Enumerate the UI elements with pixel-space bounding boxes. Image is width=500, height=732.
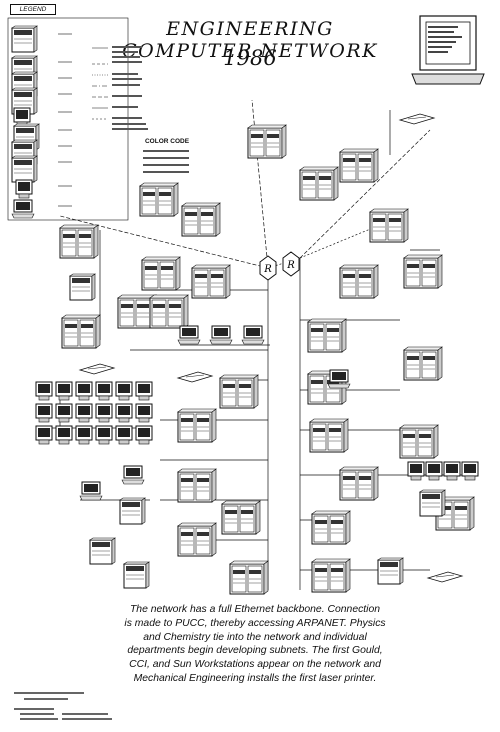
workstation-cluster	[35, 381, 153, 445]
color-code-heading: COLOR CODE	[144, 138, 190, 145]
caption-line: departments begin developing subnets. Th…	[127, 645, 383, 657]
terminal-computer-icon	[411, 15, 485, 85]
router-node-right: R	[282, 251, 300, 277]
page-year: 1986	[223, 46, 277, 70]
page-title: ENGINEERING COMPUTER NETWORK	[122, 18, 378, 62]
computer-nodes	[59, 124, 475, 595]
footer-credits	[14, 692, 112, 720]
caption-line: The network has a full Ethernet backbone…	[129, 604, 381, 615]
caption-line: CCI, and Sun Workstations appear on the …	[129, 659, 381, 671]
caption-line: is made to PUCC, thereby accessing ARPAN…	[124, 617, 386, 629]
legend-heading: LEGEND	[10, 4, 56, 15]
svg-text:R: R	[286, 260, 295, 271]
svg-text:R: R	[263, 264, 272, 275]
router-node-left: R	[259, 255, 277, 281]
caption-line: Mechanical Engineering installs the firs…	[133, 672, 377, 684]
caption-text: The network has a full Ethernet backbone…	[56, 603, 454, 686]
caption-line: and Chemistry tie into the network and i…	[143, 631, 367, 643]
legend-panel	[7, 17, 189, 221]
